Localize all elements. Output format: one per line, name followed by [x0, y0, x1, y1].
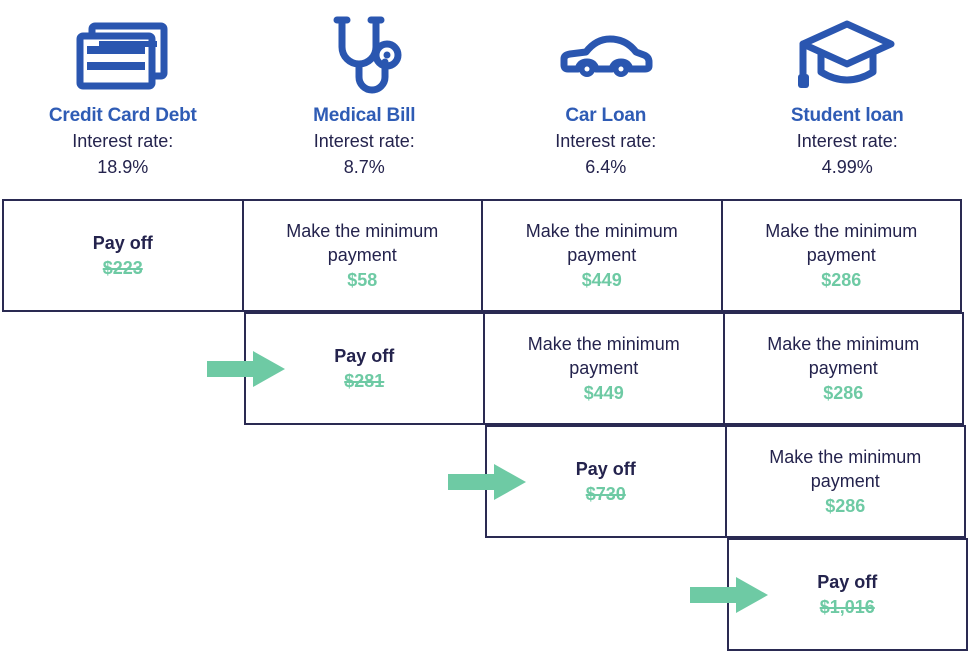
minimum-payment-cell: Make the minimum payment $449 [483, 312, 725, 425]
cell-amount: $281 [344, 370, 385, 391]
cell-action: Pay off [575, 459, 636, 480]
minimum-payment-cell: Make the minimum payment $449 [481, 199, 723, 312]
column-rate-label: Interest rate: [313, 130, 415, 151]
cell-action: Make the minimum payment [769, 447, 922, 491]
column-title: Student loan [790, 105, 904, 126]
column-rate-label: Interest rate: [72, 130, 174, 151]
stethoscope-icon [316, 8, 412, 104]
car-icon [556, 8, 656, 104]
column-title: Medical Bill [313, 105, 416, 126]
credit-card-icon-svg [76, 22, 168, 90]
cell-amount: $1,016 [819, 596, 875, 617]
cell-action: Make the minimum payment [527, 334, 680, 378]
cell-action: Make the minimum payment [767, 334, 920, 378]
schedule-row: Pay off $730 Make the minimum payment $286 [448, 425, 966, 538]
column-title: Car Loan [565, 105, 647, 126]
column-rate-value: 8.7% [343, 157, 385, 178]
schedule-row: Pay off $1,016 [689, 538, 968, 651]
column-title: Credit Card Debt [48, 105, 197, 126]
cell-action: Make the minimum payment [286, 221, 439, 265]
cell-amount: $223 [102, 257, 143, 278]
graduation-cap-icon-svg [798, 20, 895, 88]
cell-amount: $730 [585, 483, 626, 504]
cell-amount: $449 [583, 382, 624, 403]
cell-action: Make the minimum payment [765, 221, 918, 265]
payoff-cell: Pay off $730 [448, 425, 727, 538]
column-rate-label: Interest rate: [796, 130, 898, 151]
cell-amount: $58 [347, 269, 378, 290]
payoff-cell: Pay off $223 [2, 199, 244, 312]
minimum-payment-cell: Make the minimum payment $286 [720, 199, 962, 312]
column-rate-value: 6.4% [585, 157, 627, 178]
minimum-payment-cell: Make the minimum payment $286 [722, 312, 964, 425]
progress-arrow-icon [448, 463, 526, 500]
cell-action: Pay off [817, 572, 878, 593]
column-rate-value: 18.9% [97, 157, 149, 178]
cell-amount: $449 [581, 269, 622, 290]
stethoscope-icon-svg [333, 16, 402, 94]
progress-arrow-icon [206, 350, 285, 387]
cell-amount: $286 [821, 269, 862, 290]
credit-card-icon [75, 8, 171, 104]
column-rate-label: Interest rate: [555, 130, 657, 151]
payoff-cell: Pay off $281 [206, 312, 485, 425]
graduation-cap-icon [797, 8, 897, 104]
minimum-payment-cell: Make the minimum payment $58 [241, 199, 483, 312]
cell-action: Pay off [92, 233, 153, 254]
car-icon-svg [560, 35, 653, 77]
progress-arrow-icon [689, 576, 768, 613]
cell-amount: $286 [823, 382, 864, 403]
cell-action: Make the minimum payment [525, 221, 678, 265]
cell-amount: $286 [825, 495, 866, 516]
column-rate-value: 4.99% [821, 157, 873, 178]
cell-action: Pay off [334, 346, 395, 367]
minimum-payment-cell: Make the minimum payment $286 [724, 425, 966, 538]
payoff-cell: Pay off $1,016 [689, 538, 968, 651]
